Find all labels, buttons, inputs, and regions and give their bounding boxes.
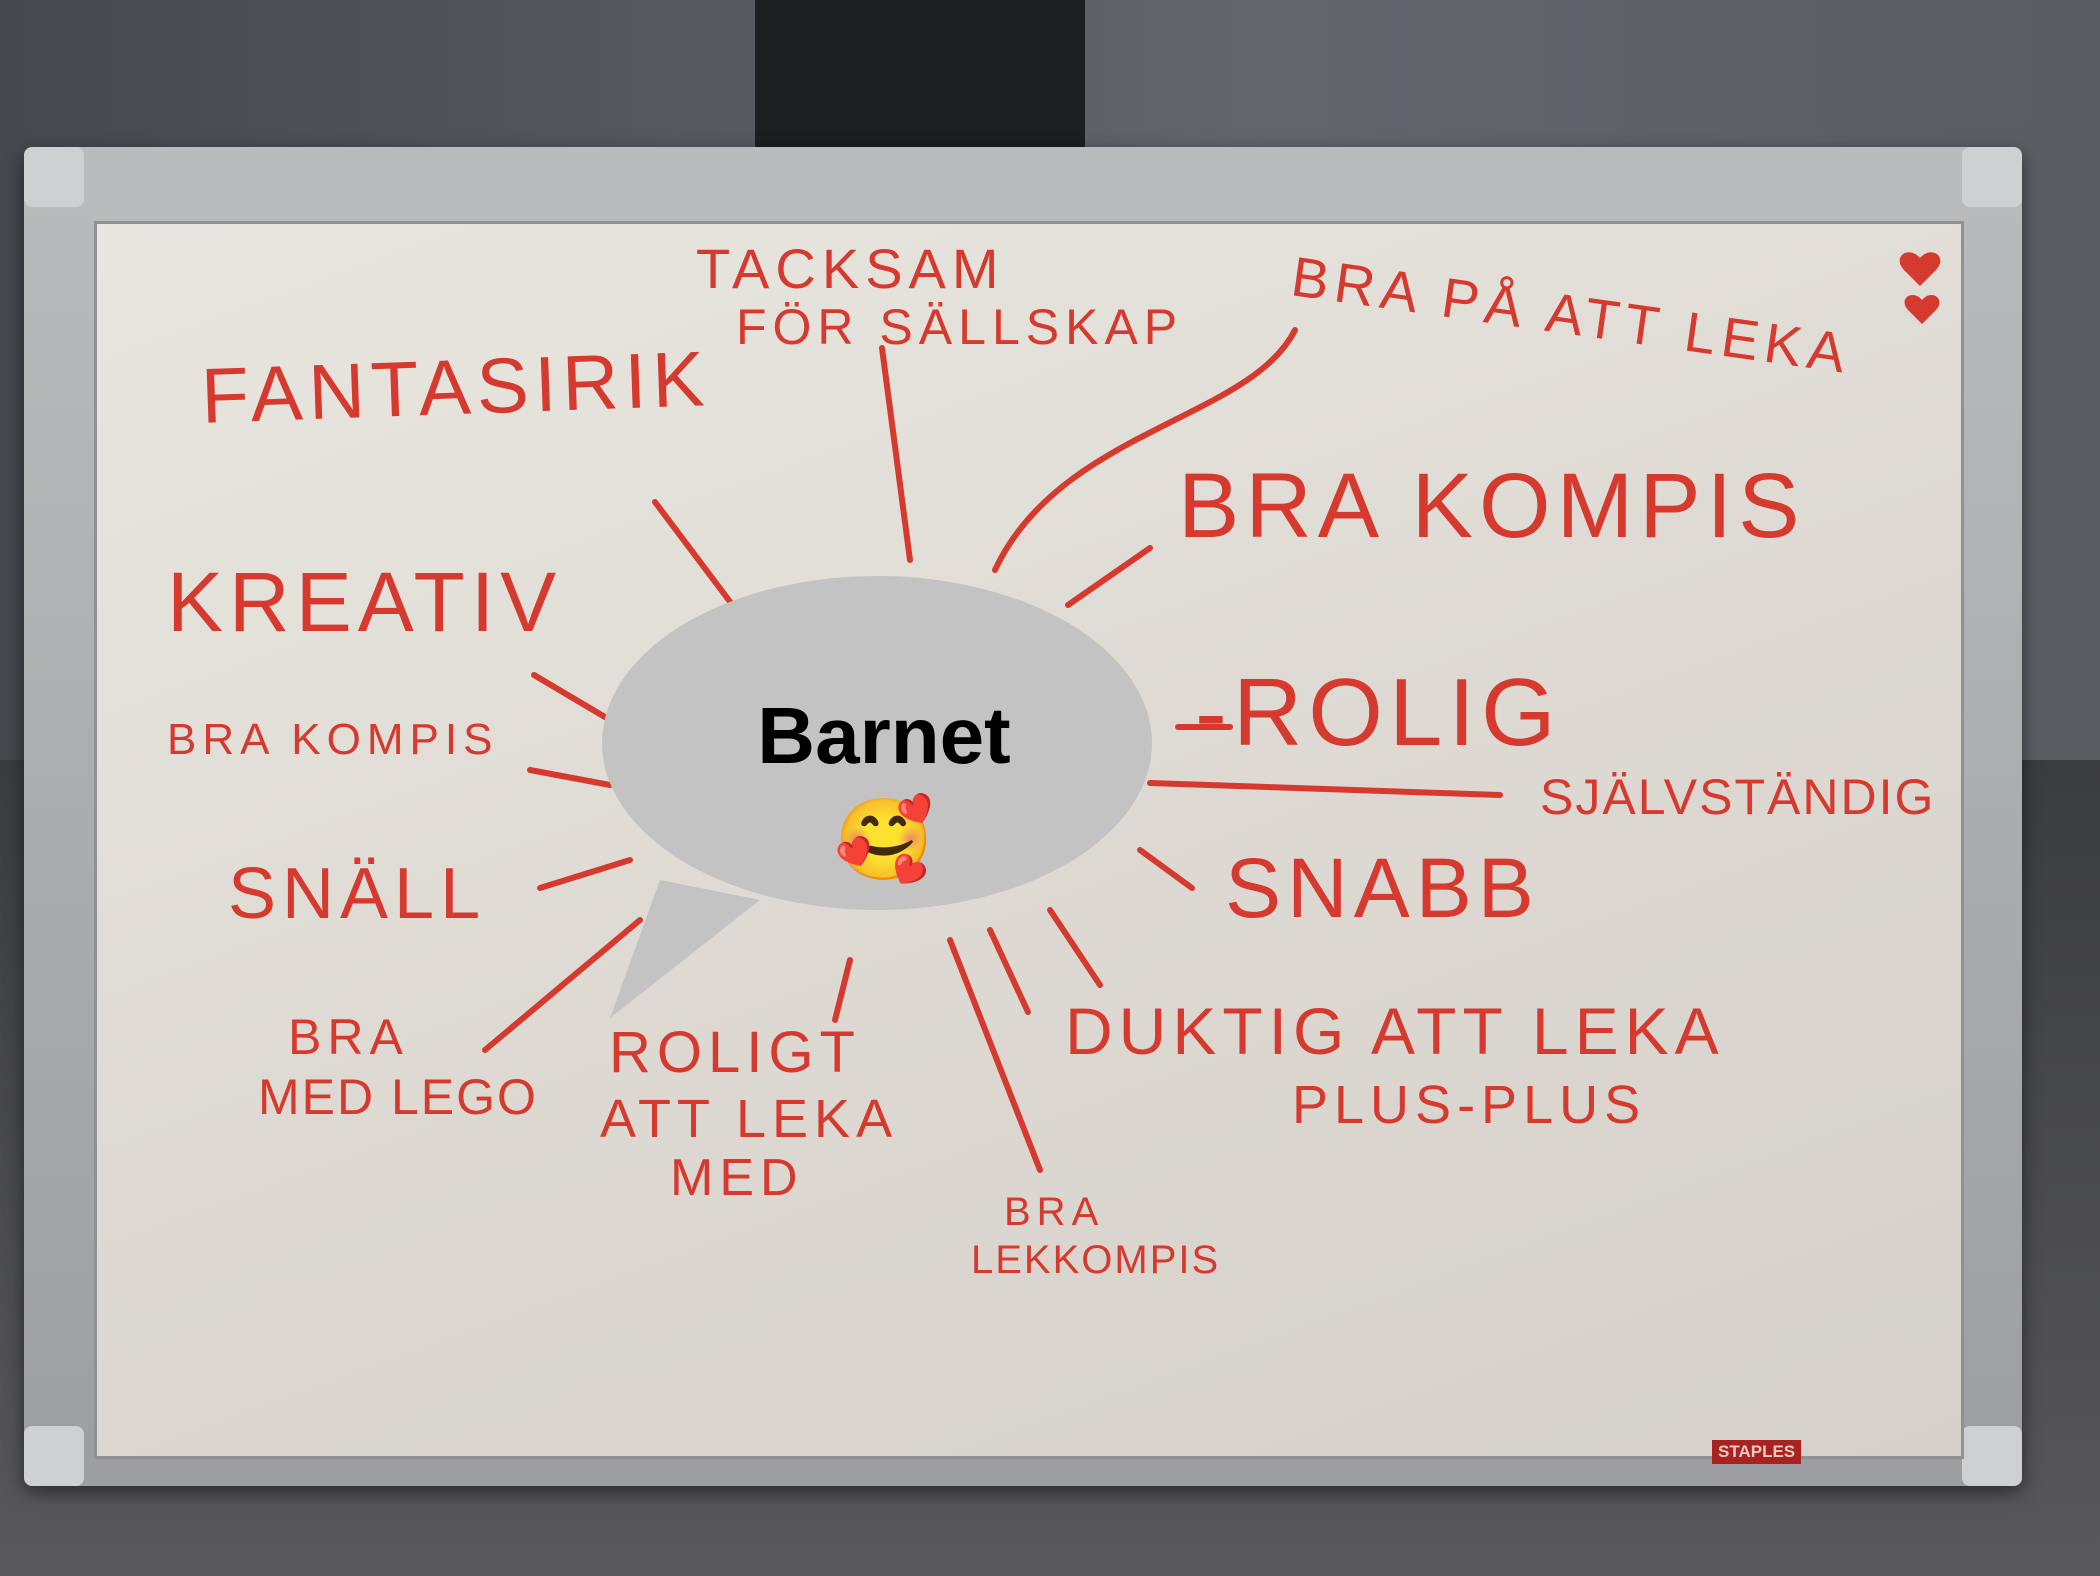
word-att-leka: ATT LEKA [600, 1089, 899, 1149]
line-bra-kompis [1065, 545, 1153, 608]
speech-bubble-tail [610, 880, 760, 1018]
line-tacksam [879, 345, 913, 563]
dark-stand [755, 0, 1085, 160]
word-duktig-att-leka: DUKTIG ATT LEKA [1065, 994, 1725, 1068]
line-roligt [832, 957, 853, 1023]
word-bra-2: BRA [1004, 1190, 1105, 1234]
frame-corner [1962, 1426, 2022, 1486]
line-snabb [1137, 847, 1195, 891]
word-snabb: SNABB [1225, 841, 1540, 935]
line-sjalvstandig [1147, 780, 1503, 798]
line-duktig-2 [1047, 907, 1103, 988]
word-plus-plus: PLUS-PLUS [1292, 1075, 1647, 1135]
word-med-lego: MED LEGO [258, 1069, 538, 1125]
word-bra: BRA [288, 1009, 409, 1065]
word-tacksam: TACKSAM [696, 237, 1005, 300]
brand-logo: STAPLES [1712, 1440, 1802, 1464]
heart-icon [1904, 295, 1940, 324]
word-snall: SNÄLL [228, 854, 487, 934]
word-for-sallskap: FÖR SÄLLSKAP [736, 299, 1184, 355]
word-kreativ: KREATIV [167, 555, 563, 649]
frame-corner [1962, 147, 2022, 207]
word-bra-kompis: BRA KOMPIS [1178, 455, 1806, 557]
word-med: MED [670, 1149, 804, 1207]
line-snall [537, 857, 633, 891]
smiling-face-with-hearts-icon: 🥰 [834, 795, 934, 884]
heart-icon [1899, 252, 1941, 286]
line-bra-med-lego [482, 917, 643, 1053]
word-fantasirik: FANTASIRIK [199, 334, 712, 440]
line-bra-pa-att-leka [992, 327, 1298, 573]
word-roligt: ROLIGT [609, 1020, 861, 1085]
center-label: Barnet [757, 691, 1011, 780]
word-sjalvstandig: SJÄLVSTÄNDIG [1540, 769, 1936, 825]
line-fantasirik [652, 499, 743, 618]
word-bra-kompis-small: BRA KOMPIS [167, 715, 499, 764]
word-lekkompis: LEKKOMPIS [971, 1238, 1221, 1282]
speech-bubble [602, 576, 1152, 910]
word-rolig: -ROLIG [1195, 659, 1562, 766]
frame-corner [24, 147, 84, 207]
line-kreativ [531, 672, 613, 723]
line-bra-lekkompis [947, 937, 1043, 1173]
line-duktig [987, 927, 1031, 1015]
line-bra-kompis-small [527, 767, 613, 788]
frame-corner [24, 1426, 84, 1486]
